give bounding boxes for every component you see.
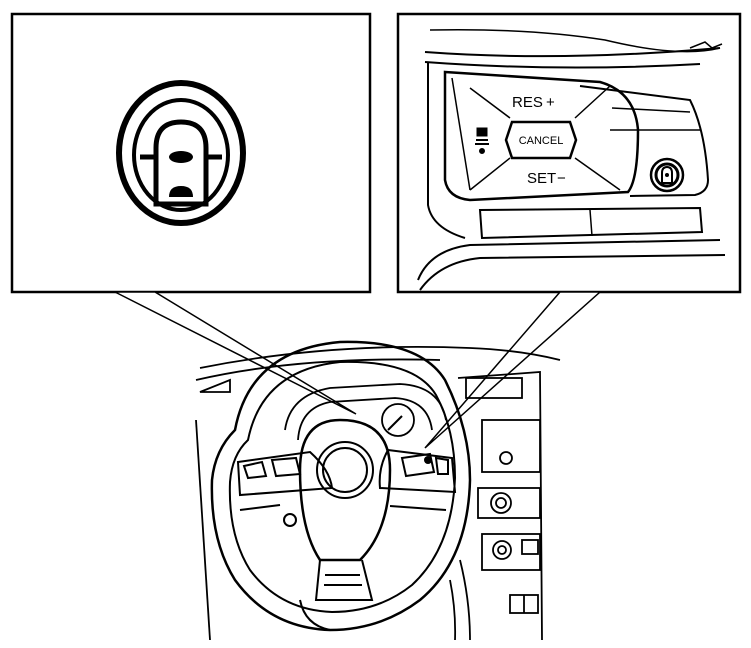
leader-lines — [114, 291, 602, 449]
res-plus-sign: + — [546, 94, 555, 111]
lane-assist-switch[interactable] — [649, 157, 685, 193]
steering-wheel — [210, 340, 472, 632]
switch-callout-box — [396, 12, 742, 294]
lane-assist-switch-icon — [661, 165, 673, 184]
set-label: SET — [527, 170, 556, 187]
cancel-button-label: CANCEL — [519, 135, 564, 147]
res-label: RES — [512, 94, 543, 111]
lane-assist-indicator-icon — [116, 80, 246, 226]
set-minus-button[interactable]: SET − — [527, 170, 566, 187]
res-plus-button[interactable]: RES + — [512, 94, 555, 111]
dashboard — [195, 345, 561, 641]
vehicle-distance-icon[interactable] — [475, 127, 489, 154]
cancel-button[interactable] — [504, 120, 578, 160]
steering-switch-panel — [417, 28, 726, 291]
set-minus-sign: − — [557, 170, 566, 187]
indicator-callout-box — [10, 12, 372, 294]
